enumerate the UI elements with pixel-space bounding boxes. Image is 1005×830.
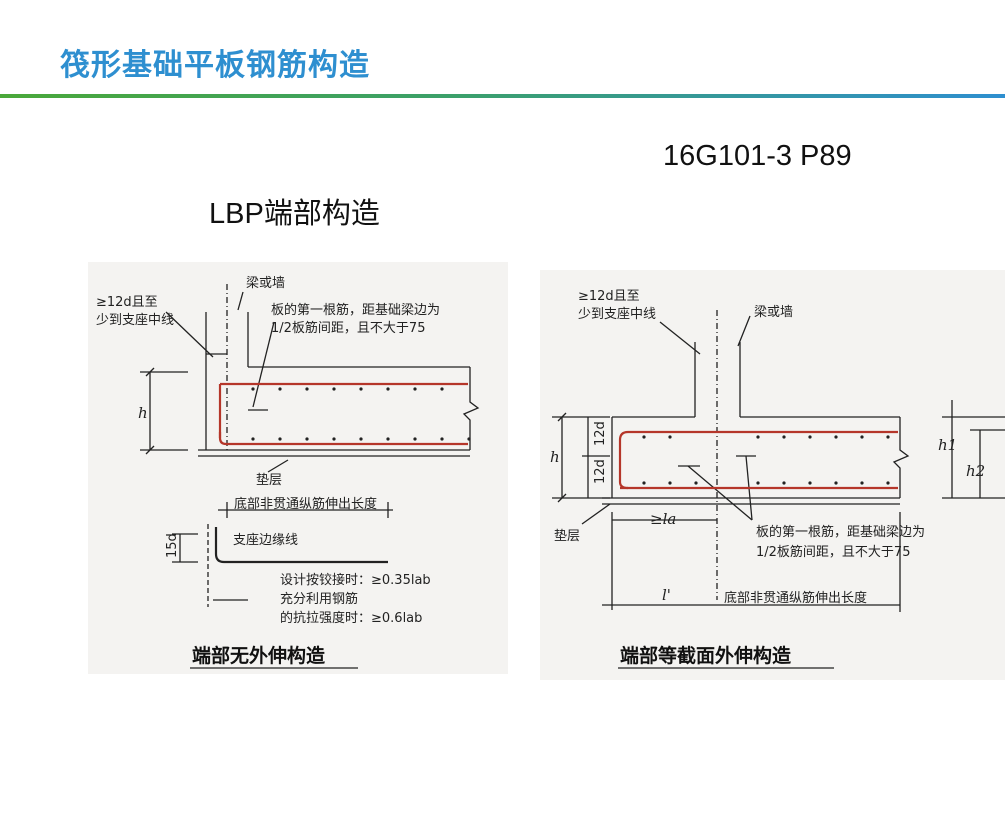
diagram-end-equal-section-extension: ≥12d且至 少到支座中线 梁或墙 h 12d 12d h1 h2 垫层 ≥la… xyxy=(540,270,1005,680)
label-first-bar-1: 板的第一根筋，距基础梁边为 xyxy=(756,524,925,540)
label-h1: h1 xyxy=(938,436,957,454)
label-first-bar-2: 1/2板筋间距，且不大于75 xyxy=(271,320,425,336)
label-lprime: l' xyxy=(662,586,671,604)
page-title: 筏形基础平板钢筋构造 xyxy=(60,48,370,83)
rebar-dots-right xyxy=(642,435,890,485)
caption-left: 端部无外伸构造 xyxy=(192,644,326,667)
label-bottom-ext: 底部非贯通纵筋伸出长度 xyxy=(234,496,377,512)
label-cushion: 垫层 xyxy=(554,528,580,544)
label-first-bar-2: 1/2板筋间距，且不大于75 xyxy=(756,544,910,560)
label-h2: h2 xyxy=(966,462,985,480)
label-h: h xyxy=(550,448,560,466)
diagram-end-no-extension: 梁或墙 ≥12d且至 少到支座中线 板的第一根筋，距基础梁边为 1/2板筋间距，… xyxy=(88,262,508,674)
label-bottom-ext: 底部非贯通纵筋伸出长度 xyxy=(724,590,867,606)
label-support-edge: 支座边缘线 xyxy=(233,533,298,548)
label-la: ≥la xyxy=(650,510,676,528)
diagram-left-drawing: 梁或墙 ≥12d且至 少到支座中线 板的第一根筋，距基础梁边为 1/2板筋间距，… xyxy=(96,276,480,669)
label-bend-15d: 15d xyxy=(165,533,180,558)
label-beam-or-wall: 梁或墙 xyxy=(246,276,285,291)
label-anchor-rule-1: ≥12d且至 xyxy=(96,295,158,310)
rebar-dots-left xyxy=(251,387,471,441)
label-first-bar-1: 板的第一根筋，距基础梁边为 xyxy=(271,302,440,318)
label-hinge-rule: 设计按铰接时：≥0.35lab xyxy=(280,572,431,588)
diagram-right-drawing: ≥12d且至 少到支座中线 梁或墙 h 12d 12d h1 h2 垫层 ≥la… xyxy=(550,289,1005,669)
label-beam-or-wall: 梁或墙 xyxy=(754,305,793,320)
label-full-strength-2: 的抗拉强度时：≥0.6lab xyxy=(280,610,422,626)
label-anchor-rule-2: 少到支座中线 xyxy=(578,307,656,322)
label-anchor-rule-1: ≥12d且至 xyxy=(578,289,640,304)
label-full-strength-1: 充分利用钢筋 xyxy=(280,591,358,607)
title-divider xyxy=(0,94,1005,98)
label-12d-bottom: 12d xyxy=(593,459,608,484)
label-12d-top: 12d xyxy=(593,421,608,446)
reference-code: 16G101-3 P89 xyxy=(663,140,852,172)
label-anchor-rule-2: 少到支座中线 xyxy=(96,313,174,328)
label-cushion: 垫层 xyxy=(256,472,282,488)
section-subtitle: LBP端部构造 xyxy=(209,198,380,230)
caption-right: 端部等截面外伸构造 xyxy=(620,644,792,667)
label-h: h xyxy=(138,404,148,422)
